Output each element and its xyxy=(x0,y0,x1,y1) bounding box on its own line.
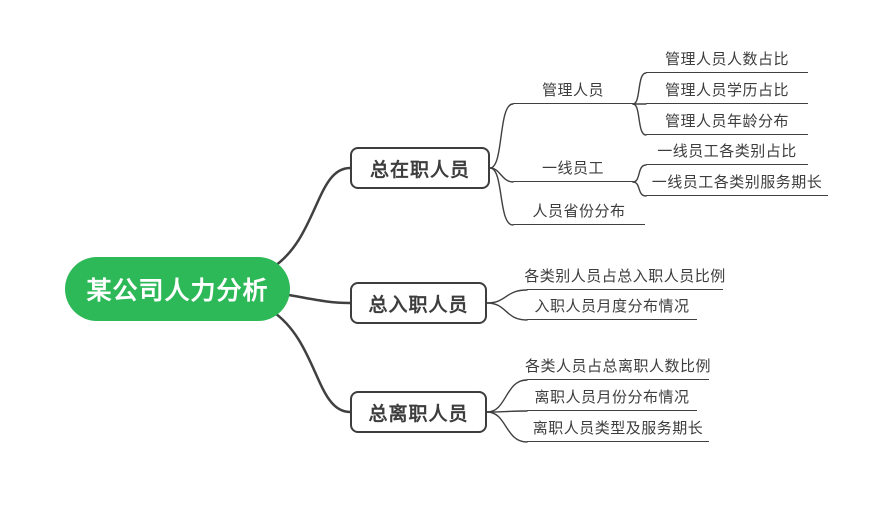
edge-departed-child-1 xyxy=(486,379,528,413)
node-frontline-staff[interactable]: 一线员工 xyxy=(513,158,633,182)
edge-management-leaf-3 xyxy=(632,103,647,136)
edge-frontline-leaf-1 xyxy=(632,164,647,183)
node-departed-monthly-distribution[interactable]: 离职人员月份分布情况 xyxy=(527,387,697,411)
edge-frontline-leaf-2 xyxy=(632,181,647,197)
root-node-company-hr-analysis[interactable]: 某公司人力分析 xyxy=(65,257,290,321)
leaf-management-age-distribution[interactable]: 管理人员年龄分布 xyxy=(646,111,808,135)
node-hired-category-ratio[interactable]: 各类别人员占总入职人员比例 xyxy=(524,266,725,290)
branch-total-active-staff[interactable]: 总在职人员 xyxy=(350,147,490,189)
leaf-frontline-category-ratio[interactable]: 一线员工各类别占比 xyxy=(646,141,808,165)
leaf-management-headcount-ratio[interactable]: 管理人员人数占比 xyxy=(646,49,808,73)
edge-departed-child-3 xyxy=(486,411,528,443)
node-management-staff[interactable]: 管理人员 xyxy=(513,80,633,104)
node-staff-province-distribution[interactable]: 人员省份分布 xyxy=(513,201,645,225)
leaf-frontline-service-length[interactable]: 一线员工各类别服务期长 xyxy=(646,172,828,196)
node-departed-category-ratio[interactable]: 各类人员占总离职人数比例 xyxy=(525,356,711,380)
edge-active-to-province xyxy=(489,167,514,226)
edge-hired-child-1 xyxy=(486,289,528,304)
branch-total-hired-staff[interactable]: 总入职人员 xyxy=(350,282,487,324)
node-departed-type-service-length[interactable]: 离职人员类型及服务期长 xyxy=(527,418,709,442)
edge-root-to-departed xyxy=(270,309,352,414)
edge-active-to-management xyxy=(489,103,514,169)
edge-root-to-hired xyxy=(287,293,352,305)
node-hired-monthly-distribution[interactable]: 入职人员月度分布情况 xyxy=(527,296,697,320)
branch-total-departed-staff[interactable]: 总离职人员 xyxy=(350,391,487,433)
edge-root-to-active xyxy=(270,166,352,270)
leaf-management-education-ratio[interactable]: 管理人员学历占比 xyxy=(646,80,808,104)
edge-management-leaf-1 xyxy=(632,72,647,105)
edge-hired-child-2 xyxy=(486,302,528,321)
